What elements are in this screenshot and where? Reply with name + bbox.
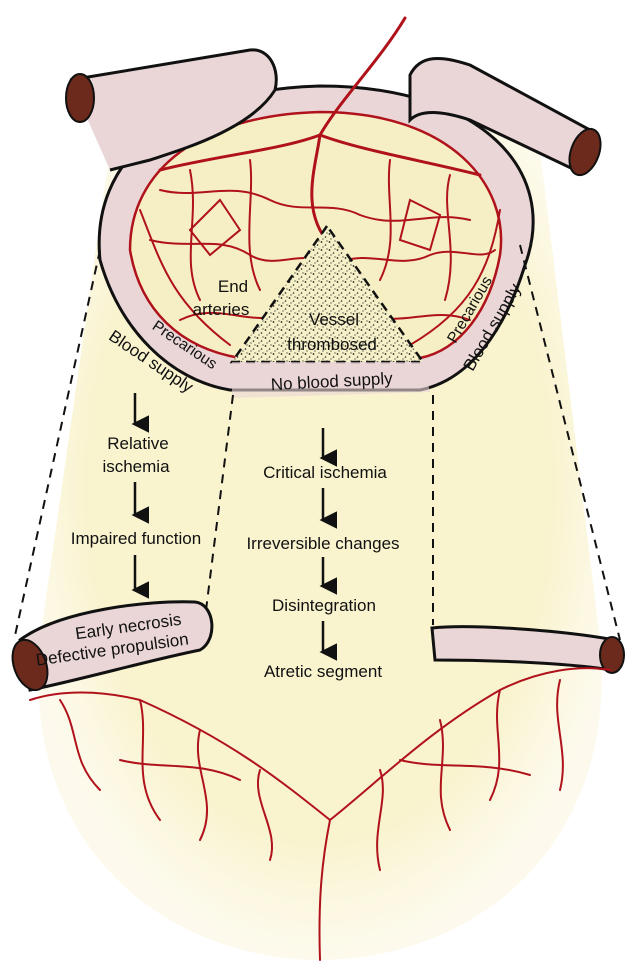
- label-vessel-thrombosed-1: Vessel: [309, 310, 359, 329]
- center-step-critical-ischemia: Critical ischemia: [263, 463, 387, 482]
- label-vessel-thrombosed-2: thrombosed: [287, 335, 377, 354]
- vessel-network-lower: [29, 667, 611, 961]
- lower-right-bowel-segment: [430, 625, 625, 674]
- left-step-impaired-function: Impaired function: [71, 529, 201, 548]
- center-step-disintegration: Disintegration: [272, 596, 376, 615]
- left-step-ischemia: ischemia: [102, 457, 170, 476]
- upper-left-bowel-end: [65, 48, 278, 172]
- label-end-arteries-2: arteries: [193, 300, 250, 319]
- upper-right-bowel-end: [408, 56, 602, 177]
- no-blood-supply-segment: [232, 362, 430, 398]
- left-step-relative: Relative: [107, 434, 168, 453]
- center-step-atretic-segment: Atretic segment: [264, 662, 382, 681]
- lower-left-bowel-segment: [11, 600, 214, 692]
- label-end-arteries-1: End: [218, 277, 248, 296]
- center-flow: Critical ischemia Irreversible changes D…: [246, 428, 400, 681]
- left-flow: Relative ischemia Impaired function: [71, 393, 201, 599]
- projection-lines: [13, 244, 621, 641]
- center-step-irreversible-changes: Irreversible changes: [246, 534, 399, 553]
- vessel-network-upper: [139, 159, 501, 346]
